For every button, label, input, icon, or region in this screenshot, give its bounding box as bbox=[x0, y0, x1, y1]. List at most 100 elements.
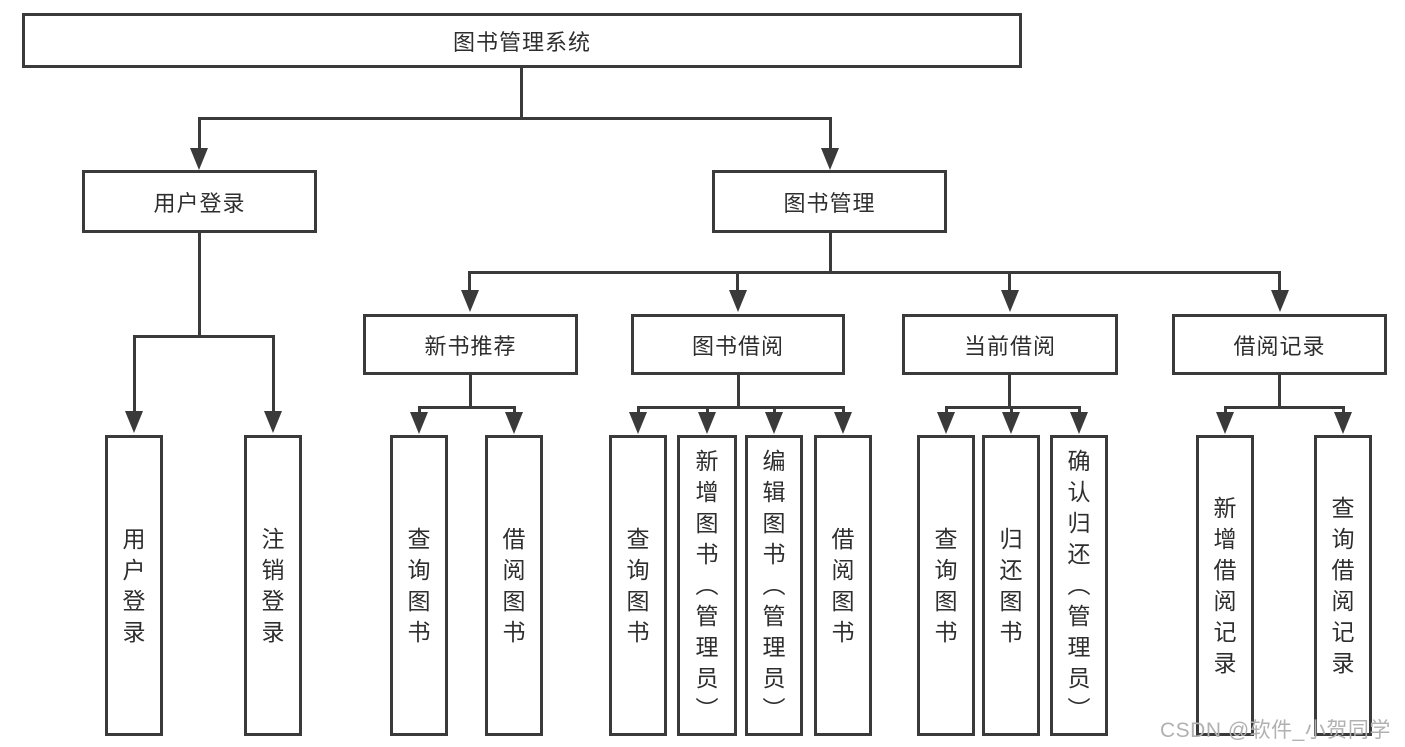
connector-line bbox=[945, 406, 948, 416]
connector-line bbox=[513, 406, 516, 416]
arrowhead bbox=[1334, 412, 1352, 434]
leaf-cb-query-books: 查询图书 bbox=[917, 435, 975, 736]
connector-line bbox=[1278, 375, 1281, 409]
connector-line bbox=[520, 66, 523, 118]
vertical-char: 记 bbox=[1213, 618, 1237, 645]
vertical-char: 查 bbox=[1331, 494, 1355, 521]
vertical-char: 图 bbox=[934, 587, 958, 614]
vertical-char: 借 bbox=[831, 525, 855, 552]
csdn-watermark: CSDN @软件_小贺同学 bbox=[1160, 719, 1391, 742]
vertical-char: 书 bbox=[626, 618, 650, 645]
vertical-char: 图 bbox=[831, 587, 855, 614]
connector-line bbox=[1278, 271, 1281, 291]
connector-line bbox=[272, 335, 275, 413]
vertical-char: 图 bbox=[999, 587, 1023, 614]
vertical-char: 图 bbox=[407, 587, 431, 614]
vertical-char: 用 bbox=[122, 525, 146, 552]
arrowhead bbox=[1002, 412, 1020, 434]
arrowhead bbox=[410, 412, 428, 434]
vertical-char: 图 bbox=[695, 510, 719, 536]
leaf-bb-query-books: 查询图书 bbox=[609, 435, 667, 736]
connector-line bbox=[829, 117, 832, 150]
vertical-char: 增 bbox=[695, 479, 719, 505]
vertical-char: 书 bbox=[934, 618, 958, 645]
arrowhead bbox=[125, 411, 143, 433]
connector-line bbox=[418, 406, 421, 416]
vertical-char: 还 bbox=[999, 556, 1023, 583]
vertical-char: 借 bbox=[1213, 556, 1237, 583]
vertical-char: 员 bbox=[1067, 665, 1091, 691]
vertical-char: 户 bbox=[122, 556, 146, 583]
connector-line bbox=[198, 117, 831, 120]
arrowhead bbox=[698, 412, 716, 434]
vertical-char: 查 bbox=[407, 525, 431, 552]
vertical-char: 借 bbox=[502, 525, 526, 552]
vertical-char: ︵ bbox=[762, 572, 786, 598]
vertical-char: 书 bbox=[695, 541, 719, 567]
leaf-br-query-record: 查询借阅记录 bbox=[1314, 435, 1372, 736]
vertical-char: 查 bbox=[626, 525, 650, 552]
vertical-char: 图 bbox=[762, 510, 786, 536]
leaf-br-add-record: 新增借阅记录 bbox=[1196, 435, 1254, 736]
vertical-char: 询 bbox=[1331, 525, 1355, 552]
vertical-char: 认 bbox=[1067, 479, 1091, 505]
vertical-char: 注 bbox=[261, 525, 285, 552]
node-user-login: 用户登录 bbox=[82, 170, 317, 233]
connector-line bbox=[133, 335, 136, 413]
vertical-char: 录 bbox=[1213, 649, 1237, 676]
arrowhead bbox=[1001, 290, 1019, 312]
vertical-char: 理 bbox=[1067, 634, 1091, 660]
connector-line bbox=[773, 406, 776, 416]
vertical-char: 阅 bbox=[831, 556, 855, 583]
vertical-char: 编 bbox=[762, 448, 786, 474]
vertical-char: 录 bbox=[122, 618, 146, 645]
connector-line bbox=[829, 233, 832, 274]
vertical-char: 借 bbox=[1331, 556, 1355, 583]
leaf-bb-add-books-admin: 新增图书︵管理员︶ bbox=[677, 435, 737, 736]
node-root: 图书管理系统 bbox=[22, 13, 1022, 68]
vertical-char: 登 bbox=[261, 587, 285, 614]
vertical-char: ︵ bbox=[695, 572, 719, 598]
vertical-char: 阅 bbox=[1213, 587, 1237, 614]
arrowhead bbox=[821, 148, 839, 170]
vertical-char: 询 bbox=[407, 556, 431, 583]
node-book-borrow: 图书借阅 bbox=[631, 314, 845, 375]
leaf-user-login: 用户登录 bbox=[105, 435, 163, 736]
connector-line bbox=[133, 335, 275, 338]
vertical-char: 图 bbox=[626, 587, 650, 614]
vertical-char: 阅 bbox=[502, 556, 526, 583]
leaf-bb-borrow-books: 借阅图书 bbox=[814, 435, 872, 736]
vertical-char: 员 bbox=[695, 665, 719, 691]
vertical-char: 阅 bbox=[1331, 587, 1355, 614]
connector-line bbox=[842, 406, 845, 416]
node-new-book-recommend: 新书推荐 bbox=[363, 314, 578, 375]
vertical-char: 新 bbox=[695, 448, 719, 474]
node-borrow-records: 借阅记录 bbox=[1172, 314, 1387, 375]
vertical-char: 询 bbox=[934, 556, 958, 583]
vertical-char: ︶ bbox=[1067, 696, 1091, 722]
connector-line bbox=[637, 406, 845, 409]
vertical-char: 书 bbox=[999, 618, 1023, 645]
vertical-char: ︶ bbox=[695, 696, 719, 722]
vertical-char: 增 bbox=[1213, 525, 1237, 552]
connector-line bbox=[1224, 406, 1227, 416]
arrowhead bbox=[1070, 412, 1088, 434]
vertical-char: 还 bbox=[1067, 541, 1091, 567]
arrowhead bbox=[461, 290, 479, 312]
vertical-char: 录 bbox=[261, 618, 285, 645]
connector-line bbox=[1008, 271, 1011, 291]
vertical-char: 辑 bbox=[762, 479, 786, 505]
leaf-cb-confirm-return-admin: 确认归还︵管理员︶ bbox=[1050, 435, 1108, 736]
connector-line bbox=[469, 375, 472, 409]
node-current-borrow: 当前借阅 bbox=[902, 314, 1118, 375]
connector-line bbox=[468, 271, 471, 291]
vertical-char: 查 bbox=[934, 525, 958, 552]
leaf-nb-borrow-books: 借阅图书 bbox=[485, 435, 543, 736]
connector-line bbox=[1078, 406, 1081, 416]
arrowhead bbox=[937, 412, 955, 434]
node-book-management: 图书管理 bbox=[712, 170, 947, 233]
vertical-char: 管 bbox=[762, 603, 786, 629]
arrowhead bbox=[765, 412, 783, 434]
connector-line bbox=[736, 271, 739, 291]
